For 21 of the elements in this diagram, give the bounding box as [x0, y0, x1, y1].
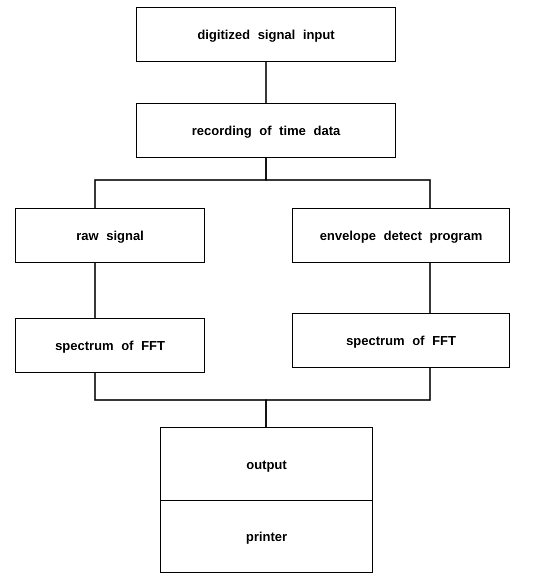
box-label: digitized signal input	[197, 27, 335, 42]
process-box	[15, 208, 205, 263]
process-box	[136, 7, 396, 62]
process-box	[292, 313, 510, 368]
process-box	[160, 427, 373, 501]
process-box	[292, 208, 510, 263]
connector-line	[265, 368, 431, 427]
connector-line	[429, 263, 431, 313]
connector-line	[265, 62, 267, 103]
process-box	[160, 500, 373, 573]
process-box	[136, 103, 396, 158]
connector-line	[94, 263, 96, 318]
box-label: envelope detect program	[320, 228, 482, 243]
box-label: printer	[246, 528, 288, 544]
box-label: raw signal	[76, 228, 144, 243]
box-label: spectrum of FFT	[346, 333, 456, 348]
connector-line	[265, 158, 431, 208]
box-label: recording of time data	[192, 123, 340, 138]
box-label: spectrum of FFT	[55, 338, 165, 353]
process-box	[15, 318, 205, 373]
box-label: output	[246, 456, 287, 472]
